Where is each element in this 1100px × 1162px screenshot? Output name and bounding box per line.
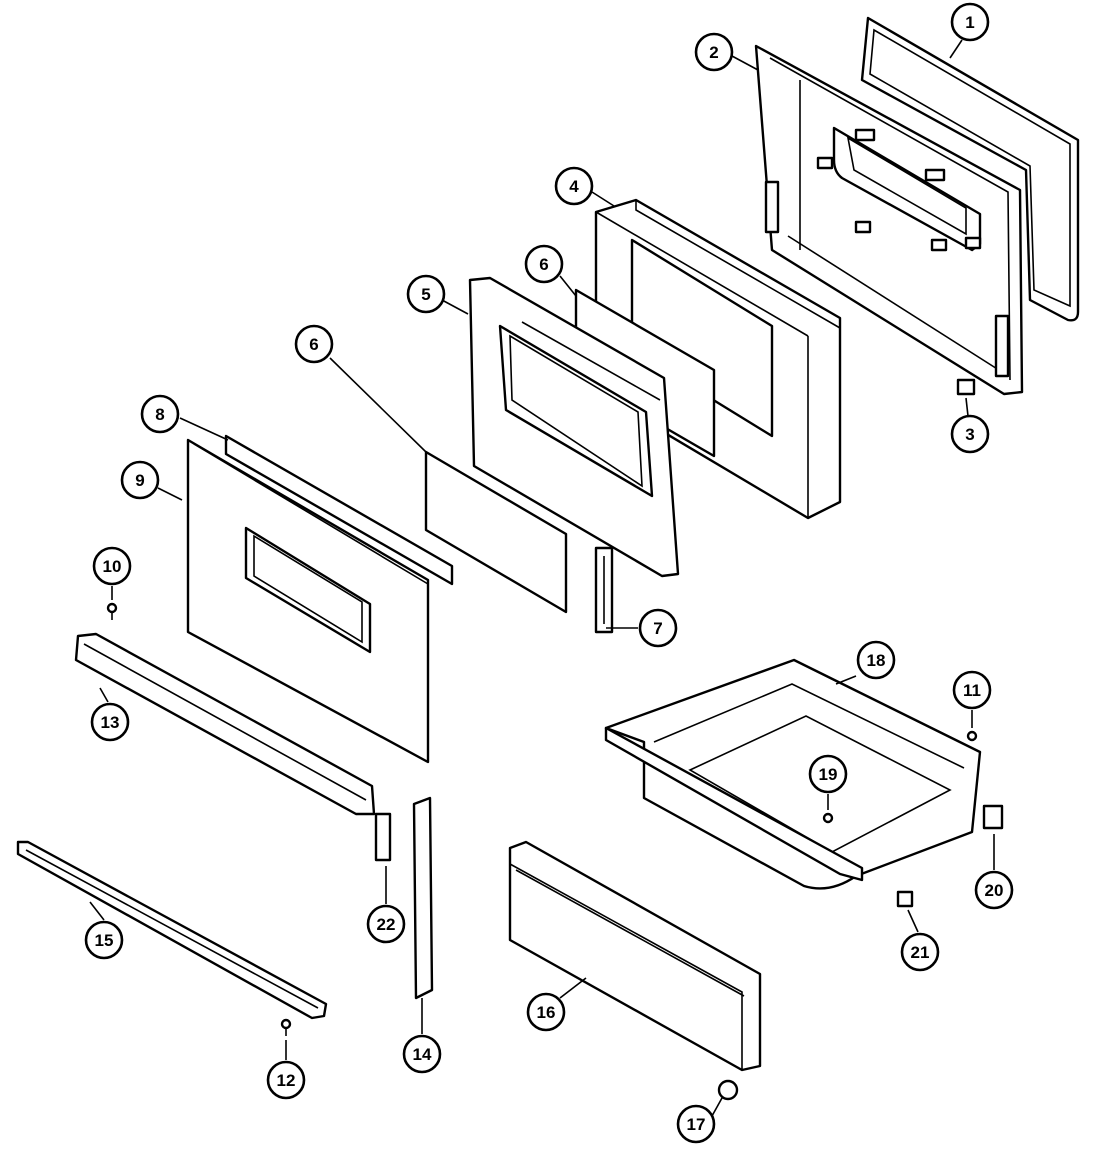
part-15-bottom-trim	[16, 840, 328, 1020]
part-7-hinge-bracket	[594, 546, 614, 634]
part-11-screw	[966, 730, 978, 742]
callout-12: 12	[266, 1060, 306, 1100]
callout-5: 5	[406, 274, 446, 314]
callout-label: 16	[537, 1003, 556, 1022]
callout-10: 10	[92, 546, 132, 586]
callout-7: 7	[638, 608, 678, 648]
callout-1: 1	[950, 2, 990, 42]
part-3-clip	[956, 378, 976, 396]
callout-label: 2	[709, 43, 718, 62]
part-18-drawer	[604, 658, 982, 890]
part-19-screw	[822, 812, 834, 824]
part-1-door-gasket	[860, 16, 1080, 322]
part-9-outer-door	[186, 438, 430, 764]
callout-label: 13	[101, 713, 120, 732]
part-21-clip	[896, 890, 914, 908]
part-16-drawer-front	[508, 840, 762, 1072]
callout-17: 17	[676, 1104, 716, 1144]
callout-label: 8	[155, 405, 164, 424]
callout-label: 6	[539, 255, 548, 274]
callout-label: 4	[569, 177, 579, 196]
callout-20: 20	[974, 870, 1014, 910]
callout-6-upper: 6	[524, 244, 564, 284]
callout-label: 14	[413, 1045, 432, 1064]
part-6-glass-lower	[424, 450, 568, 614]
part-22-strip	[374, 812, 392, 862]
leader-lines	[89, 39, 995, 1117]
callout-label: 20	[985, 881, 1004, 900]
callout-label: 15	[95, 931, 114, 950]
callout-2: 2	[694, 32, 734, 72]
callout-label: 18	[867, 651, 886, 670]
callout-label: 1	[965, 13, 974, 32]
callout-9: 9	[120, 460, 160, 500]
callout-14: 14	[402, 1034, 442, 1074]
part-12-screw	[280, 1018, 292, 1036]
callout-16: 16	[526, 992, 566, 1032]
callout-19: 19	[808, 754, 848, 794]
callout-label: 6	[309, 335, 318, 354]
callout-label: 12	[277, 1071, 296, 1090]
callout-13: 13	[90, 702, 130, 742]
callout-label: 19	[819, 765, 838, 784]
part-8-insulation	[224, 434, 454, 586]
callout-21: 21	[900, 932, 940, 972]
callout-label: 21	[911, 943, 930, 962]
callout-22: 22	[366, 904, 406, 944]
callout-6-lower: 6	[294, 324, 334, 364]
callout-label: 5	[421, 285, 430, 304]
part-4-door-liner	[594, 198, 842, 520]
callout-label: 9	[135, 471, 144, 490]
callout-4: 4	[554, 166, 594, 206]
callout-11: 11	[952, 670, 992, 710]
callout-label: 17	[687, 1115, 706, 1134]
part-14-side-trim	[412, 796, 434, 1000]
callout-label: 10	[103, 557, 122, 576]
part-20-bumper	[982, 804, 1004, 830]
part-13-handle-trim	[74, 632, 376, 816]
part-5-window-frame	[468, 276, 680, 578]
callout-label: 7	[653, 619, 662, 638]
callout-18: 18	[856, 640, 896, 680]
callout-3: 3	[950, 414, 990, 454]
callout-8: 8	[140, 394, 180, 434]
part-2-inner-door-frame	[754, 44, 1024, 396]
part-17-knob	[717, 1079, 739, 1101]
callout-label: 11	[963, 681, 981, 700]
callout-15: 15	[84, 920, 124, 960]
part-10-screw	[106, 602, 118, 620]
callout-label: 22	[377, 915, 396, 934]
callout-label: 3	[965, 425, 974, 444]
